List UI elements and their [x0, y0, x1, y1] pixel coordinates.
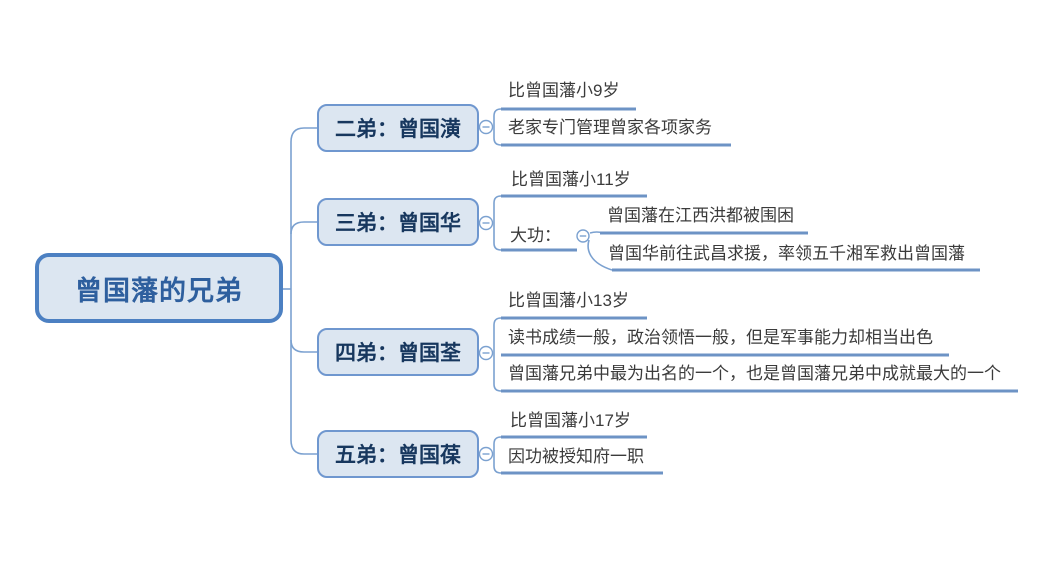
leaf-topic[interactable]: 曾国藩兄弟中最为出名的一个，也是曾国藩兄弟中成就最大的一个 [508, 364, 1001, 383]
leaf-topic[interactable]: 比曾国藩小17岁 [510, 411, 631, 430]
collapse-toggle-branch-3[interactable] [478, 215, 494, 231]
collapse-toggle-dagong[interactable] [576, 229, 590, 243]
collapse-toggle-branch-5[interactable] [478, 446, 494, 462]
leaf-topic[interactable]: 曾国华前往武昌求援，率领五千湘军救出曾国藩 [608, 244, 965, 263]
branch-node-fourth-brother[interactable]: 四弟：曾国荃 [317, 328, 479, 376]
leaf-topic[interactable]: 比曾国藩小13岁 [508, 291, 629, 310]
leaf-topic[interactable]: 老家专门管理曾家各项家务 [508, 118, 712, 137]
branch-node-third-brother[interactable]: 三弟：曾国华 [317, 198, 479, 246]
child-brackets [493, 108, 613, 474]
leaf-topic[interactable]: 因功被授知府一职 [508, 447, 644, 466]
branch-node-second-brother[interactable]: 二弟：曾国潢 [317, 104, 479, 152]
leaf-topic-dagong[interactable]: 大功： [510, 226, 561, 245]
collapse-toggle-branch-2[interactable] [478, 119, 494, 135]
topic-underlines [501, 107, 1018, 475]
tree-connectors [283, 127, 317, 455]
leaf-topic[interactable]: 比曾国藩小9岁 [508, 81, 620, 100]
leaf-topic[interactable]: 读书成绩一般，政治领悟一般，但是军事能力却相当出色 [508, 328, 933, 347]
leaf-topic[interactable]: 曾国藩在江西洪都被围困 [607, 206, 794, 225]
leaf-topic[interactable]: 比曾国藩小11岁 [511, 170, 631, 189]
collapse-toggle-branch-4[interactable] [478, 345, 494, 361]
root-node[interactable]: 曾国藩的兄弟 [35, 253, 283, 323]
branch-node-fifth-brother[interactable]: 五弟：曾国葆 [317, 430, 479, 478]
